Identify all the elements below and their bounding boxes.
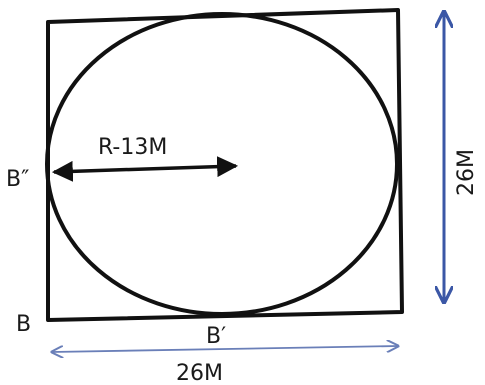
height-label: 26M — [454, 149, 479, 196]
point-b-prime-label: B′ — [206, 324, 226, 349]
width-label: 26M — [176, 361, 223, 385]
radius-arrow — [51, 156, 239, 182]
radius-label: R-13M — [98, 135, 167, 160]
point-b-label: B — [16, 312, 31, 337]
point-b-double-prime-label: B″ — [6, 167, 29, 192]
inscribed-circle — [45, 12, 399, 316]
width-dimension-arrow — [52, 346, 398, 352]
square-outline — [46, 8, 404, 322]
